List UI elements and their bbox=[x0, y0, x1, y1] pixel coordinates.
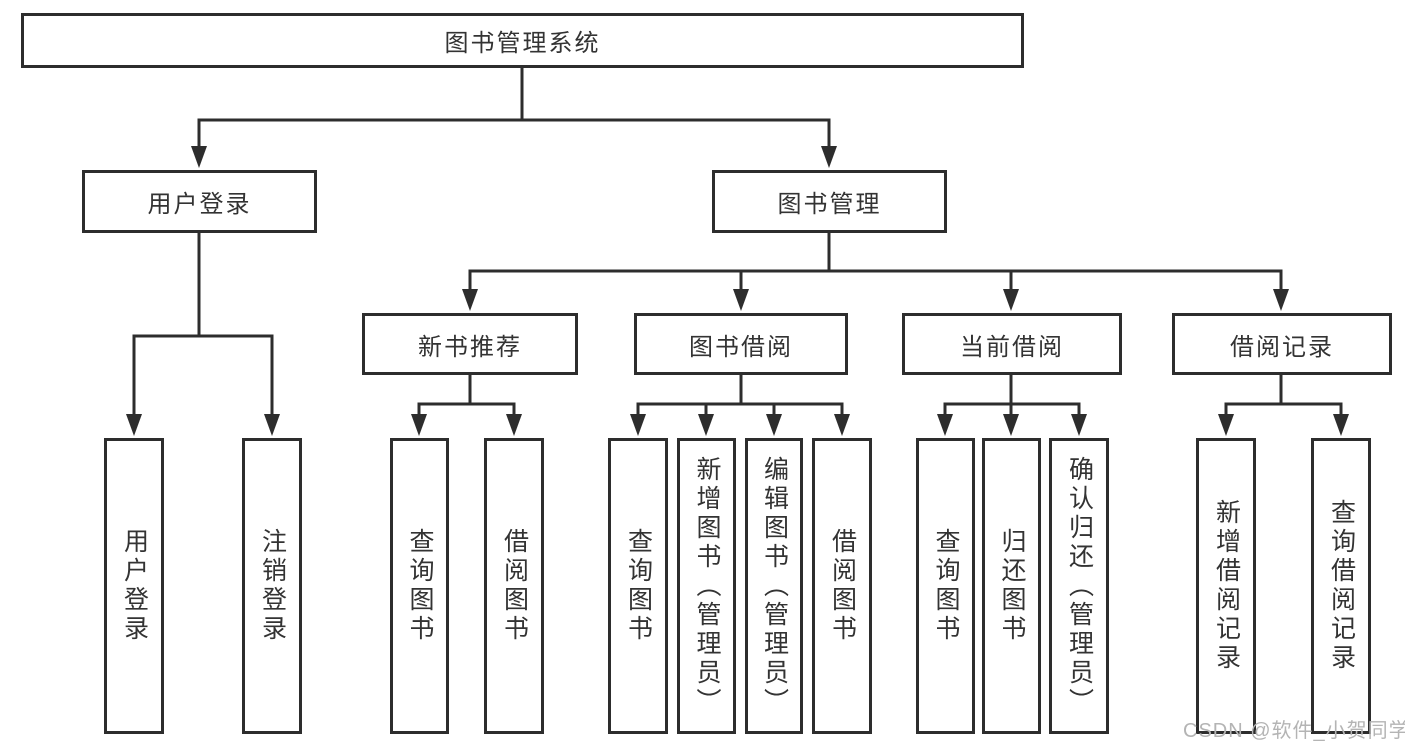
node-root: 图书管理系统 bbox=[21, 13, 1024, 68]
node-new-book-recommendation-label: 新书推荐 bbox=[418, 333, 522, 361]
leaf-query-books-recommend: 查询图书 bbox=[390, 438, 449, 734]
node-book-management-label: 图书管理 bbox=[777, 191, 882, 218]
leaf-query-books-recommend-label: 查询图书 bbox=[406, 528, 434, 644]
node-current-borrowing-label: 当前借阅 bbox=[960, 333, 1064, 361]
leaf-borrow-books-borrow: 借阅图书 bbox=[812, 438, 872, 734]
csdn-watermark: CSDN @软件_小贺同学 bbox=[1183, 720, 1405, 742]
node-root-label: 图书管理系统 bbox=[444, 30, 601, 57]
node-current-borrowing: 当前借阅 bbox=[902, 313, 1122, 375]
leaf-query-books-current: 查询图书 bbox=[916, 438, 975, 734]
leaf-borrow-books-recommend-label: 借阅图书 bbox=[500, 528, 529, 644]
leaf-add-borrow-record: 新增借阅记录 bbox=[1196, 438, 1256, 734]
leaf-return-books: 归还图书 bbox=[982, 438, 1041, 734]
leaf-logout-login-label: 注销登录 bbox=[258, 528, 287, 644]
node-user-login: 用户登录 bbox=[82, 170, 317, 233]
leaf-add-books-admin: 新增图书（管理员） bbox=[677, 438, 736, 734]
leaf-query-books-borrow: 查询图书 bbox=[608, 438, 668, 734]
leaf-query-borrow-record-label: 查询借阅记录 bbox=[1327, 499, 1356, 673]
leaf-add-borrow-record-label: 新增借阅记录 bbox=[1212, 499, 1241, 673]
node-borrowing-records: 借阅记录 bbox=[1172, 313, 1392, 375]
leaf-query-borrow-record: 查询借阅记录 bbox=[1311, 438, 1371, 734]
node-new-book-recommendation: 新书推荐 bbox=[362, 313, 578, 375]
leaf-borrow-books-borrow-label: 借阅图书 bbox=[828, 528, 857, 644]
leaf-borrow-books-recommend: 借阅图书 bbox=[484, 438, 544, 734]
leaf-edit-books-admin: 编辑图书（管理员） bbox=[745, 438, 803, 734]
leaf-user-login-label: 用户登录 bbox=[120, 528, 149, 644]
leaf-query-books-borrow-label: 查询图书 bbox=[624, 528, 653, 644]
node-book-management: 图书管理 bbox=[712, 170, 947, 233]
arrowheads bbox=[126, 146, 1349, 436]
leaf-confirm-return-admin-label: 确认归还（管理员） bbox=[1065, 455, 1094, 717]
leaf-user-login: 用户登录 bbox=[104, 438, 164, 734]
node-user-login-label: 用户登录 bbox=[147, 191, 252, 218]
leaf-confirm-return-admin: 确认归还（管理员） bbox=[1049, 438, 1109, 734]
leaf-query-books-current-label: 查询图书 bbox=[932, 528, 960, 644]
leaf-logout-login: 注销登录 bbox=[242, 438, 302, 734]
leaf-add-books-admin-label: 新增图书（管理员） bbox=[693, 455, 721, 717]
leaf-edit-books-admin-label: 编辑图书（管理员） bbox=[760, 455, 789, 717]
leaf-return-books-label: 归还图书 bbox=[998, 528, 1026, 644]
node-book-borrowing-label: 图书借阅 bbox=[689, 333, 793, 361]
node-book-borrowing: 图书借阅 bbox=[634, 313, 848, 375]
node-borrowing-records-label: 借阅记录 bbox=[1230, 333, 1334, 361]
